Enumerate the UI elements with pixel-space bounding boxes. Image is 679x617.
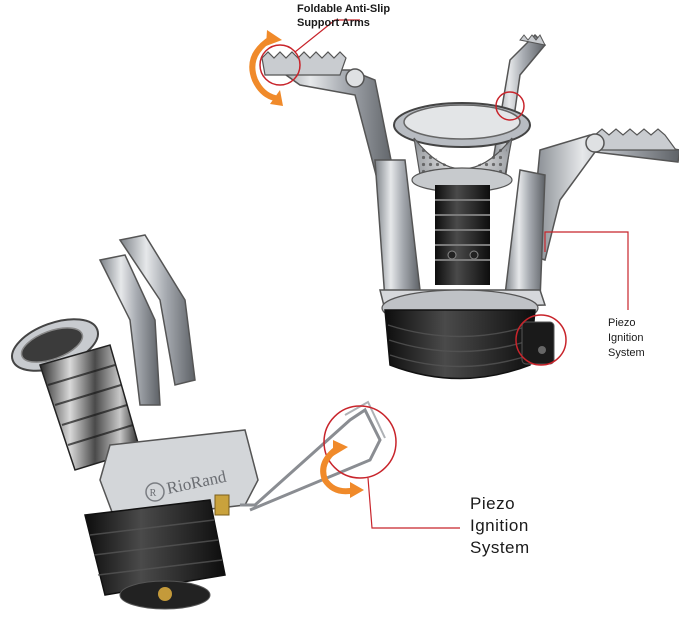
arm-latch-highlight-circle <box>495 91 525 121</box>
callout-markers <box>249 19 629 529</box>
support-arm-highlight-circle <box>259 44 301 86</box>
piezo-right-line2: Ignition <box>608 332 644 344</box>
folded-stove: R RioRand <box>11 234 386 610</box>
piezo-right-line1: Piezo <box>608 317 636 329</box>
piezo-right-line3: System <box>608 347 645 359</box>
support-arms-line2: Support Arms <box>297 17 370 29</box>
svg-text:R: R <box>150 488 157 499</box>
rotate-arrow-icon <box>320 445 358 495</box>
support-arms-callout: Foldable Anti-Slip Support Arms <box>297 2 390 30</box>
piezo-left-line2: Ignition <box>470 516 529 535</box>
piezo-left-line3: System <box>470 538 530 557</box>
support-arms-line1: Foldable Anti-Slip <box>297 3 391 15</box>
open-stove <box>261 33 679 380</box>
piezo-left-line1: Piezo <box>470 494 516 513</box>
piezo-highlight-circle-left <box>323 405 397 479</box>
piezo-callout-left: Piezo Ignition System <box>470 493 530 559</box>
rotate-arrow-icon <box>249 35 278 101</box>
piezo-highlight-circle-right <box>515 314 567 366</box>
piezo-callout-right: Piezo Ignition System <box>608 316 645 361</box>
